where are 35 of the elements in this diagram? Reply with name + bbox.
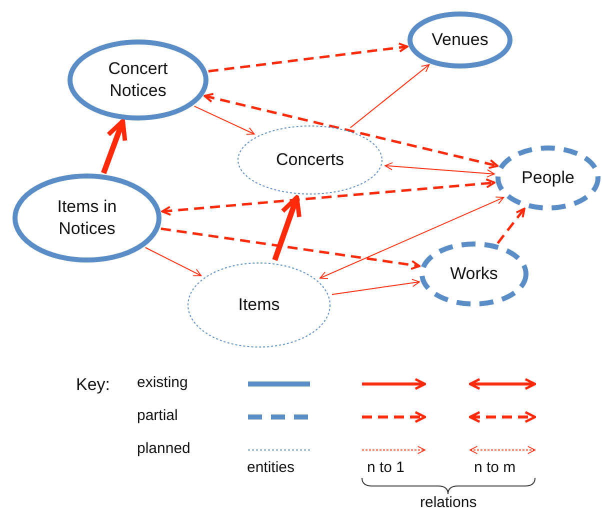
entity-label: Items in Notices xyxy=(56,196,118,240)
arrow xyxy=(272,195,302,261)
column-label: entities xyxy=(247,459,295,476)
entity-ellipse xyxy=(422,244,526,304)
entity-label: Concerts xyxy=(276,148,344,171)
column-label: n to 1 xyxy=(367,459,405,476)
entity-ellipse xyxy=(238,126,382,194)
entity-label: Concert Notices xyxy=(107,58,169,102)
column-label: n to m xyxy=(474,459,516,476)
arrow xyxy=(332,278,420,295)
arrow xyxy=(101,118,128,174)
entity-ellipse xyxy=(15,176,159,260)
arrow xyxy=(204,92,499,169)
entity-label: People xyxy=(522,166,574,189)
arrow xyxy=(384,162,495,178)
brace-label: relations xyxy=(420,494,477,511)
legend-label: existing xyxy=(137,374,188,391)
arrow xyxy=(208,42,408,72)
entity-label: Venues xyxy=(432,28,488,51)
arrow xyxy=(496,208,526,244)
arrow xyxy=(350,64,430,128)
entity-ellipse xyxy=(70,42,206,118)
arrow xyxy=(160,227,421,270)
entity-ellipse xyxy=(498,148,598,208)
legend-label: partial xyxy=(137,407,178,424)
entity-label: Items xyxy=(238,294,280,316)
entity-label: Works xyxy=(450,262,498,285)
entity-ellipse xyxy=(188,263,330,347)
key-heading: Key: xyxy=(76,375,110,395)
arrow xyxy=(319,196,504,280)
entity-ellipse xyxy=(410,14,510,66)
arrow xyxy=(144,247,202,276)
legend-label: planned xyxy=(137,440,190,457)
arrow xyxy=(194,106,255,135)
arrow xyxy=(161,178,496,216)
